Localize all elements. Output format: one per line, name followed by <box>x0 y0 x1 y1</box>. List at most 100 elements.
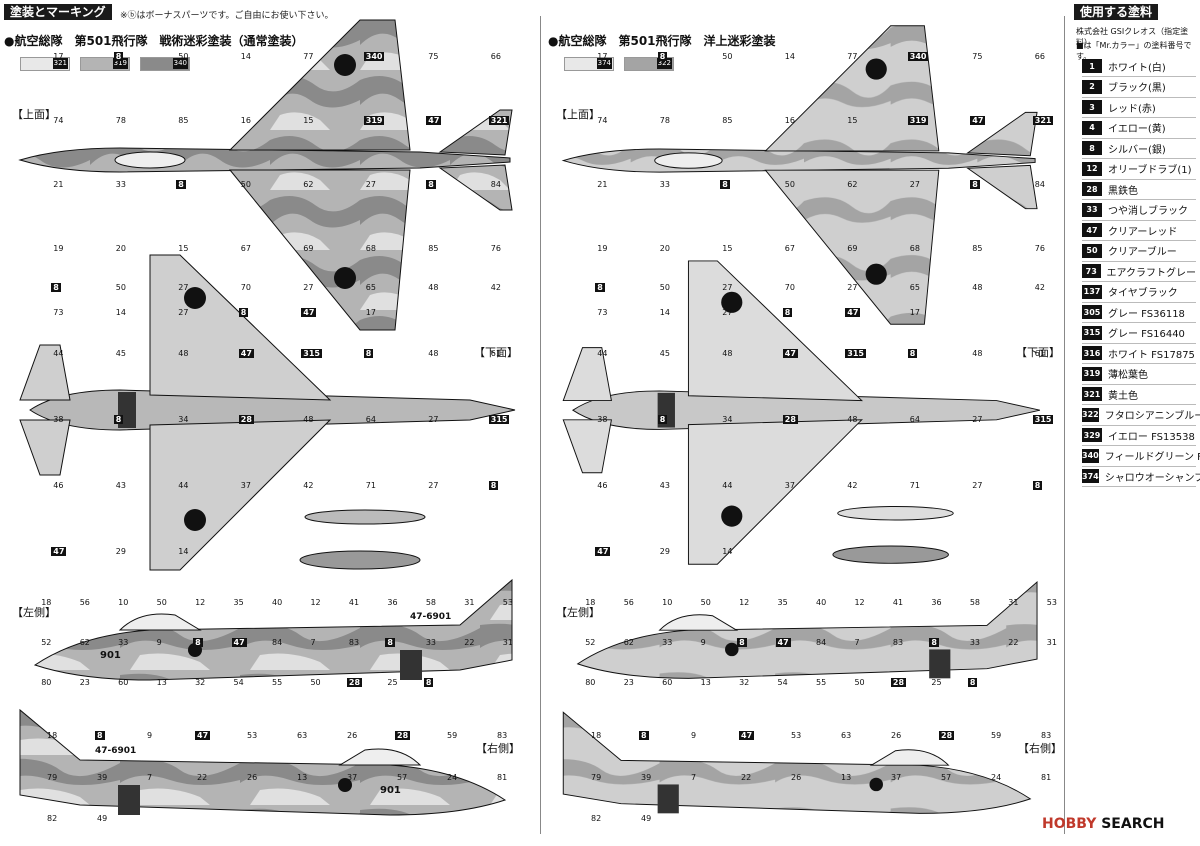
callout-number: 8 <box>423 678 434 687</box>
callout-number: 82 <box>47 814 58 824</box>
callout-number: 48 <box>428 349 439 358</box>
callout-number: 34 <box>178 415 189 424</box>
callout-number: 48 <box>178 349 189 358</box>
left-side-drawing <box>576 580 1038 679</box>
callout-number: 75 <box>428 52 439 61</box>
callout-number: 47 <box>595 547 611 556</box>
callout-number: 81 <box>497 772 508 782</box>
callout-number: 67 <box>240 244 251 253</box>
callout-number: 315 <box>1032 415 1054 424</box>
callout-number: 13 <box>297 772 308 782</box>
paint-code: 50 <box>1082 243 1102 258</box>
callout-number: 17 <box>365 308 376 317</box>
bottom-view-label: 【下面】 <box>474 346 518 359</box>
callout-number: 40 <box>272 598 283 607</box>
callout-number: 77 <box>847 52 858 61</box>
callout-number: 33 <box>425 638 437 647</box>
callout-number: 62 <box>847 180 858 189</box>
callout-number: 22 <box>741 772 752 782</box>
callout-number: 50 <box>722 52 733 61</box>
bottom-view-label: 【下面】 <box>1016 346 1060 359</box>
callout-number: 46 <box>53 481 64 490</box>
callout-number: 8 <box>595 283 605 292</box>
callout-number: 37 <box>347 772 358 782</box>
callout-number: 44 <box>597 349 608 358</box>
callout-number: 57 <box>397 772 408 782</box>
callout-number: 21 <box>597 180 608 189</box>
callout-number: 84 <box>272 638 283 647</box>
paint-name: シャロウオーシャンブルー <box>1104 472 1200 484</box>
callout-number: 28 <box>395 730 411 740</box>
paint-code: 3 <box>1082 100 1102 114</box>
section-title: 塗装とマーキング <box>4 4 112 20</box>
callout-number: 50 <box>178 52 189 61</box>
callout-number: 27 <box>722 308 733 317</box>
callout-number: 19 <box>597 244 608 253</box>
callout-number: 9 <box>700 638 706 647</box>
paint-code: 2 <box>1082 79 1102 94</box>
callout-number: 40 <box>816 598 827 607</box>
callout-number: 14 <box>659 308 670 317</box>
callout-number: 47 <box>238 349 254 358</box>
callout-number: 23 <box>623 678 634 687</box>
callout-number: 27 <box>847 283 858 292</box>
callout-number: 65 <box>365 283 376 292</box>
callout-number: 25 <box>387 678 398 687</box>
callout-number: 12 <box>739 598 750 607</box>
callout-number: 74 <box>53 116 64 125</box>
callout-number: 13 <box>156 678 167 687</box>
callout-number: 63 <box>841 730 852 740</box>
callout-number: 84 <box>1034 180 1045 189</box>
callout-number: 17 <box>909 308 920 317</box>
callout-number: 31 <box>1008 598 1019 607</box>
callout-number: 10 <box>118 598 129 607</box>
callout-number: 54 <box>777 678 788 687</box>
callout-number: 8 <box>488 481 499 490</box>
paint-code: 73 <box>1082 264 1101 278</box>
callout-number: 82 <box>591 814 602 824</box>
callout-number: 47 <box>782 349 798 358</box>
callout-number: 7 <box>854 638 860 647</box>
callout-number: 8 <box>970 180 980 189</box>
callout-number: 18 <box>585 598 596 607</box>
callout-number: 42 <box>847 481 858 490</box>
callout-number: 26 <box>891 730 902 740</box>
callout-number: 27 <box>428 481 439 490</box>
callout-number: 47 <box>739 730 755 740</box>
callout-number: 36 <box>387 598 398 607</box>
callout-number: 27 <box>365 180 376 189</box>
callout-number: 8 <box>385 638 395 647</box>
callout-number: 12 <box>310 598 321 607</box>
callout-number: 9 <box>147 730 153 740</box>
paint-name: イエロー(黄) <box>1108 124 1166 135</box>
callout-number: 78 <box>659 116 670 125</box>
callout-number: 8 <box>657 415 668 424</box>
callout-number: 22 <box>1008 638 1019 647</box>
callout-number: 20 <box>659 244 670 253</box>
callout-number: 14 <box>115 308 126 317</box>
callout-number: 50 <box>854 678 865 687</box>
callout-number: 83 <box>348 638 360 647</box>
callout-number: 31 <box>464 598 475 607</box>
callout-number: 42 <box>490 283 501 292</box>
top-view-label: 【上面】 <box>12 108 56 121</box>
callout-number: 75 <box>972 52 983 61</box>
paint-code: 319 <box>1082 366 1102 381</box>
scheme-1-caption: ●航空総隊 第501飛行隊 戦術迷彩塗装（通常塗装） <box>4 34 304 48</box>
paint-panel: 使用する塗料 株式会社 GSIクレオス（指定塗料） ■は「Mr.カラー」の塗料番… <box>1068 0 1200 846</box>
callout-number: 60 <box>662 678 673 687</box>
callout-number: 28 <box>782 415 798 424</box>
callout-number: 68 <box>909 244 920 253</box>
callout-number: 15 <box>178 244 189 253</box>
callout-number: 48 <box>428 283 439 292</box>
callout-number: 26 <box>247 772 258 782</box>
paint-name: フタロシアニンブルー <box>1104 411 1200 422</box>
bonus-note: ※ⓑはボーナスパーツです。ご自由にお使い下さい。 <box>120 11 334 21</box>
callout-number: 85 <box>722 116 733 125</box>
callout-number: 44 <box>722 481 733 490</box>
callout-number: 62 <box>303 180 314 189</box>
callout-number: 53 <box>1046 598 1057 607</box>
